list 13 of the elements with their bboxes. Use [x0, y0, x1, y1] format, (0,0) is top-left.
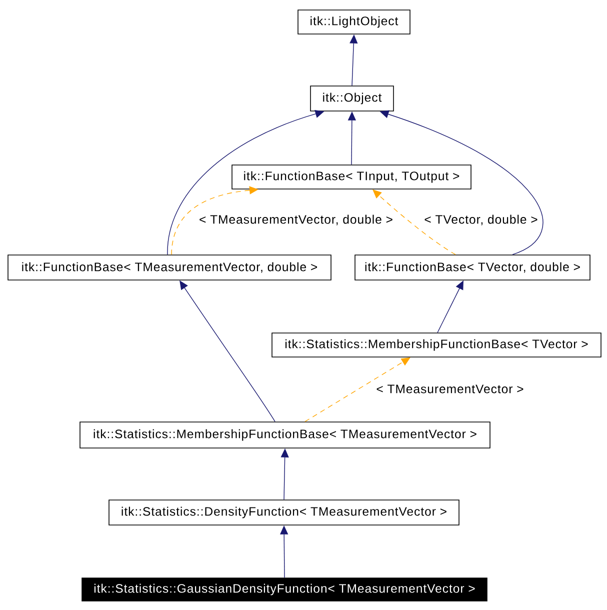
dashed-arrow	[304, 357, 410, 422]
edge-label: < TMeasurementVector >	[375, 384, 525, 394]
class-box: itk::Statistics::MembershipFunctionBase< TVector >	[272, 332, 602, 358]
edge-label: < TVector, double >	[423, 214, 539, 226]
class-box: itk::Statistics::MembershipFunctionBase< TMeasurementVector >	[80, 422, 490, 448]
class-box: itk::Statistics::DensityFunction< TMeasurementVector >	[108, 500, 460, 526]
edge-label: < TMeasurementVector, double >	[198, 214, 394, 226]
class-box: itk::FunctionBase< TInput, TOutput >	[232, 164, 472, 190]
class-box: itk::FunctionBase< TMeasurementVector, double >	[8, 254, 332, 280]
class-box: itk::FunctionBase< TVector, double >	[354, 254, 590, 280]
class-box: itk::Object	[310, 86, 394, 112]
class-box: itk::LightObject	[298, 10, 410, 34]
highlighted-class-box: itk::Statistics::GaussianDensityFunction< TMeasurementVector >	[82, 578, 488, 602]
